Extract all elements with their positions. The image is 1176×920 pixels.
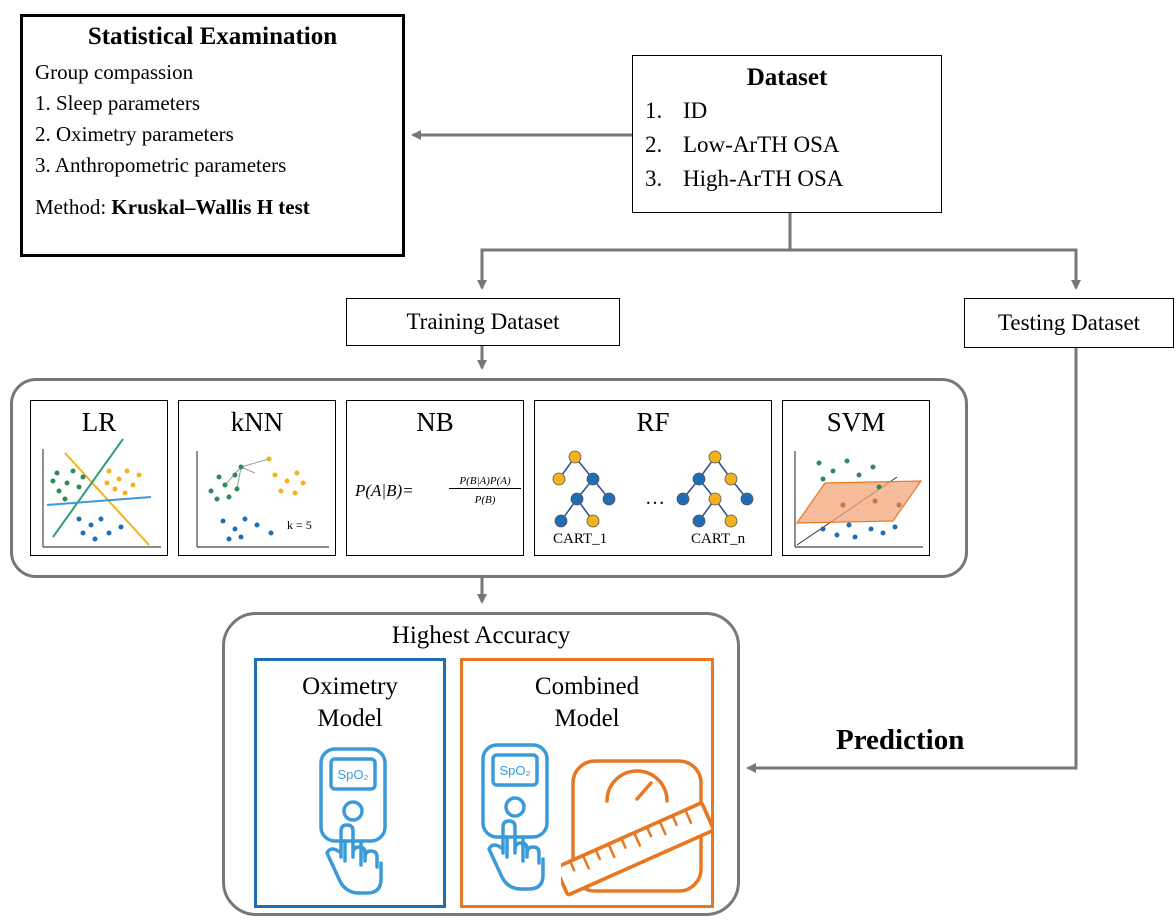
- testing-dataset-box: Testing Dataset: [964, 298, 1174, 348]
- rf-card: RF … CART_1 CART_n: [534, 400, 772, 556]
- knn-plot-icon: k = 5: [196, 451, 329, 548]
- prediction-label: Prediction: [836, 724, 965, 756]
- arrow-testing-to-prediction: [746, 348, 1078, 773]
- knn-card: k = 5 kNN: [178, 400, 336, 556]
- knn-title: kNN: [230, 407, 284, 437]
- stat-subtitle: Group compassion: [35, 60, 194, 84]
- stat-title: Statistical Examination: [87, 23, 338, 50]
- dataset-item-text: Low-ArTH OSA: [683, 132, 840, 157]
- oximetry-model-title-line2: Model: [317, 705, 383, 732]
- knn-k-label: k = 5: [287, 518, 312, 532]
- highest-accuracy-panel: [222, 612, 740, 916]
- pulse-oximeter-icon: SpO₂: [481, 743, 549, 891]
- stat-item: 2. Oximetry parameters: [35, 122, 234, 146]
- rf-title: RF: [636, 407, 670, 437]
- scale-and-ruler-icon: [561, 759, 711, 897]
- dataset-item-text: High-ArTH OSA: [683, 166, 844, 191]
- pulse-oximeter-icon: SpO₂: [319, 747, 387, 895]
- rf-ellipsis: …: [645, 487, 665, 509]
- stat-item: 1. Sleep parameters: [35, 91, 201, 115]
- dataset-item-num: 1.: [645, 98, 663, 123]
- svm-plot-icon: [794, 451, 923, 548]
- dataset-title: Dataset: [746, 64, 828, 91]
- dataset-item-text: ID: [683, 98, 708, 123]
- nb-title: NB: [416, 407, 454, 437]
- training-dataset-box: Training Dataset: [346, 298, 620, 346]
- dataset-item: 1. ID: [645, 94, 941, 128]
- oximetry-model-box: Oximetry Model SpO₂: [254, 658, 446, 908]
- svm-card: SVM: [782, 400, 930, 556]
- stat-item: 3. Anthropometric parameters: [35, 153, 287, 177]
- nb-formula-lhs: P(A|B)=: [355, 481, 414, 500]
- oximetry-model-title-line1: Oximetry: [302, 673, 398, 700]
- stat-method-prefix: Method:: [35, 195, 112, 219]
- arrow-dataset-to-testing: [790, 248, 1081, 290]
- lr-card: LR: [30, 400, 168, 556]
- nb-formula-numerator: P(B|A)P(A): [449, 475, 521, 489]
- highest-accuracy-title: Highest Accuracy: [391, 622, 571, 649]
- svm-title: SVM: [826, 407, 886, 437]
- dataset-item: 3. High-ArTH OSA: [645, 162, 941, 196]
- combined-model-title-line2: Model: [554, 705, 620, 732]
- rf-trees-icon: [552, 450, 754, 528]
- oximeter-screen-text: SpO₂: [337, 767, 368, 782]
- statistical-examination-box: Statistical Examination Group compassion…: [20, 14, 405, 257]
- nb-card: NB P(A|B)= P(B|A)P(A) P(B): [346, 400, 524, 556]
- combined-model-title-line1: Combined: [534, 673, 640, 700]
- oximeter-screen-text: SpO₂: [499, 763, 530, 778]
- lr-title: LR: [81, 407, 117, 437]
- dataset-item-num: 2.: [645, 132, 663, 157]
- stat-method-name: Kruskal–Wallis H test: [111, 195, 310, 219]
- stat-method: Method: Kruskal–Wallis H test: [35, 195, 402, 220]
- arrow-dataset-to-training: [477, 213, 792, 290]
- dataset-item-num: 3.: [645, 166, 663, 191]
- nb-formula-denominator: P(B): [474, 494, 496, 506]
- rf-cartn-label: CART_n: [691, 531, 746, 547]
- dataset-item: 2. Low-ArTH OSA: [645, 128, 941, 162]
- rf-cart1-label: CART_1: [553, 531, 608, 547]
- lr-plot-icon: [42, 438, 161, 548]
- models-panel: [10, 378, 968, 578]
- dataset-box: Dataset 1. ID 2. Low-ArTH OSA 3. High-ArTH …: [632, 55, 942, 213]
- combined-model-box: Combined Model SpO₂: [460, 658, 714, 908]
